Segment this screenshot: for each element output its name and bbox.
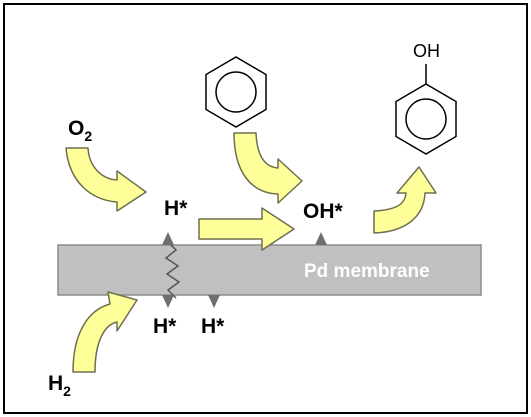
site-marker-bottom-right bbox=[208, 295, 220, 308]
benzene-icon bbox=[205, 56, 267, 128]
phenol-oh-label: OH bbox=[413, 41, 440, 61]
surface-hydrogen-bottom-2: H* bbox=[201, 315, 225, 338]
surface-hydroxyl: OH* bbox=[303, 200, 344, 223]
migration-arrow-icon bbox=[198, 207, 295, 251]
oxygen-label: O2 bbox=[68, 117, 92, 144]
hydrogen-arrow-icon bbox=[72, 291, 138, 373]
site-marker-top-right bbox=[315, 232, 327, 245]
site-marker-top-left bbox=[162, 232, 174, 245]
svg-text:H2: H2 bbox=[48, 372, 71, 399]
membrane-label: Pd membrane bbox=[304, 261, 430, 282]
svg-text:O2: O2 bbox=[68, 117, 92, 144]
pd-membrane bbox=[57, 244, 482, 296]
surface-hydrogen-top: H* bbox=[164, 197, 188, 220]
site-marker-bottom-left bbox=[162, 295, 174, 308]
hydrogen-label: H2 bbox=[48, 372, 71, 399]
diffusion-path bbox=[164, 241, 181, 299]
benzene-arrow-icon bbox=[233, 132, 303, 204]
oxygen-arrow-icon bbox=[65, 147, 147, 212]
surface-hydrogen-bottom-1: H* bbox=[153, 315, 177, 338]
phenol-icon bbox=[395, 64, 457, 155]
product-arrow-icon bbox=[373, 166, 437, 234]
